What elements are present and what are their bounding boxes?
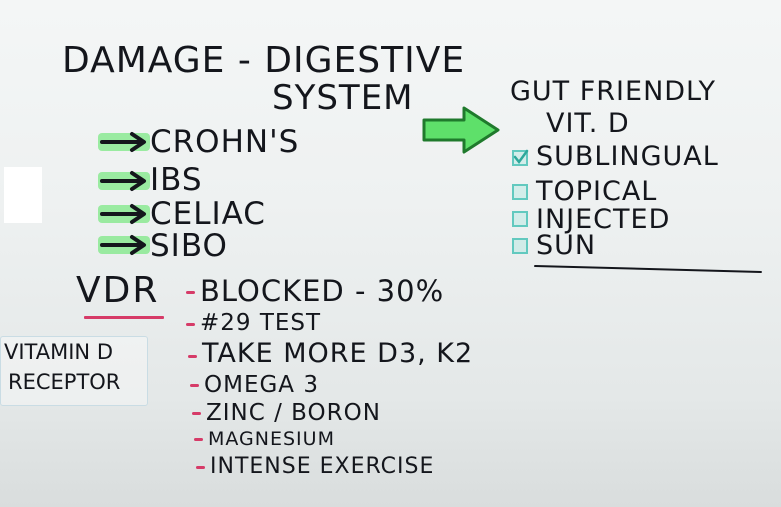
title-line-2: SYSTEM <box>272 78 414 118</box>
bullet-dash <box>186 291 195 294</box>
bullet-dash <box>192 412 201 415</box>
option-injected: INJECTED <box>536 204 671 235</box>
vdr-item: #29 TEST <box>200 310 322 336</box>
condition-sibo: SIBO <box>150 228 228 264</box>
bullet-dash <box>188 355 197 358</box>
arrow-right-icon <box>98 171 150 191</box>
divider-line <box>534 265 762 273</box>
vdr-item: TAKE MORE D3, K2 <box>202 338 474 369</box>
vdr-underline <box>84 316 164 319</box>
option-topical: TOPICAL <box>536 176 658 207</box>
vdr-item: ZINC / BORON <box>206 400 381 426</box>
vdr-item: OMEGA 3 <box>204 372 319 398</box>
checkbox-icon <box>512 184 528 200</box>
bullet-dash <box>186 323 195 326</box>
condition-celiac: CELIAC <box>150 196 266 232</box>
side-note-line-1: VITAMIN D <box>4 340 113 364</box>
vitamin-d-receptor-note <box>0 336 148 406</box>
condition-crohns: CROHN'S <box>150 124 300 160</box>
arrow-right-icon <box>98 235 150 255</box>
gut-friendly-subheading: VIT. D <box>546 108 630 139</box>
vdr-item: INTENSE EXERCISE <box>210 454 435 479</box>
bullet-dash <box>190 384 199 387</box>
side-note-line-2: RECEPTOR <box>8 370 121 394</box>
bullet-dash <box>194 438 203 441</box>
white-panel <box>4 167 42 223</box>
vdr-blocked: BLOCKED - 30% <box>200 274 445 308</box>
vdr-label: VDR <box>76 270 160 311</box>
vdr-item: MAGNESIUM <box>208 428 335 450</box>
checkbox-icon <box>512 211 528 227</box>
big-green-arrow-icon <box>422 106 500 154</box>
checkbox-icon <box>512 238 528 254</box>
condition-ibs: IBS <box>150 162 203 198</box>
arrow-right-icon <box>98 132 150 152</box>
gut-friendly-heading: GUT FRIENDLY <box>510 76 717 107</box>
option-sublingual: SUBLINGUAL <box>536 141 719 172</box>
arrow-right-icon <box>98 204 150 224</box>
option-sun: SUN <box>536 230 597 261</box>
bullet-dash <box>196 466 205 469</box>
title-line-1: DAMAGE - DIGESTIVE <box>62 40 466 81</box>
check-mark-icon <box>513 149 529 165</box>
